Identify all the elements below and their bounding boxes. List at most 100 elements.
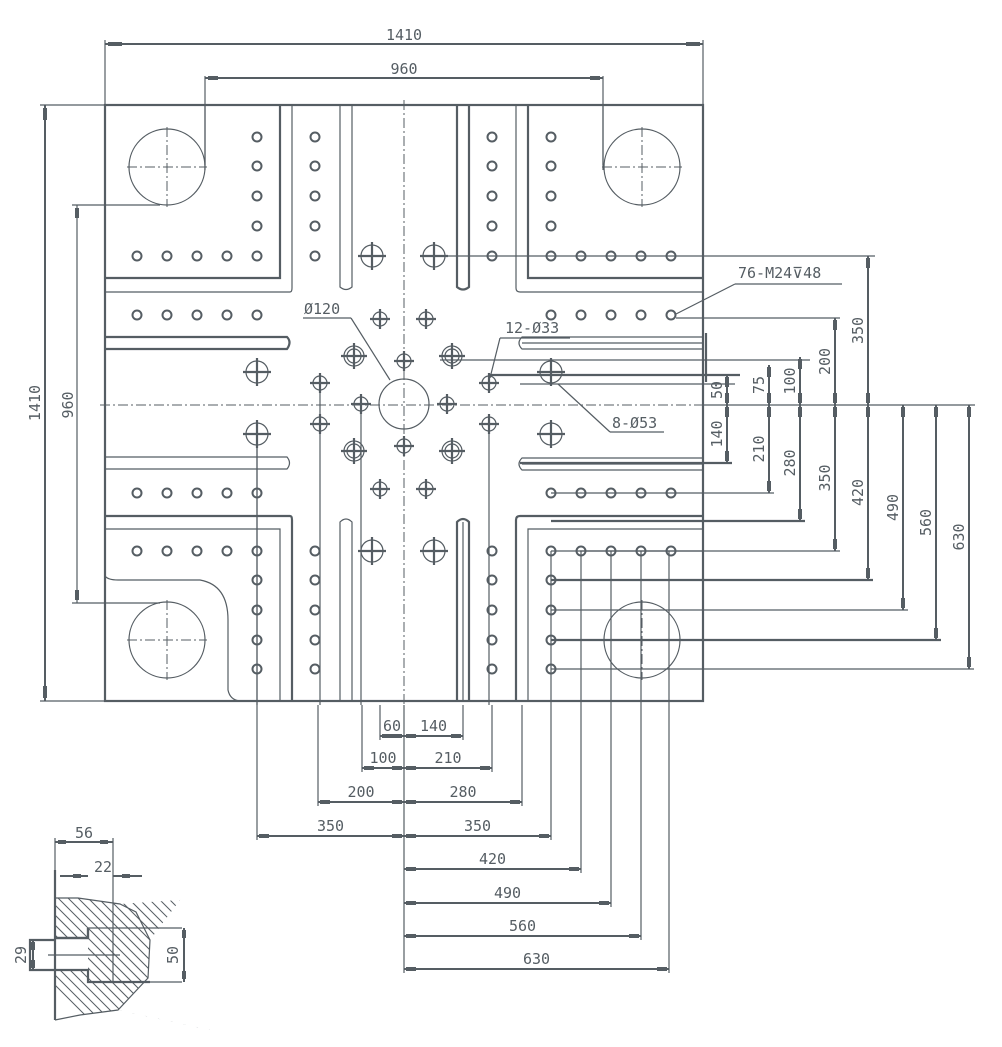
section-hatch-line (199, 860, 210, 871)
threaded-hole (191, 545, 203, 557)
slot-bottom-left (339, 518, 353, 701)
right-dim-label-upper: 200 (816, 348, 834, 375)
slot-left-upper (105, 335, 291, 351)
slot-frame-br-outer (514, 514, 703, 701)
section-hatch-line (240, 860, 410, 1030)
threaded-hole (665, 309, 677, 321)
threaded-hole (486, 545, 498, 557)
left-dimensions: 1410 960 (26, 104, 160, 702)
threaded-hole (486, 663, 498, 675)
tie-bar-spacing-v-label: 960 (59, 391, 77, 418)
threaded-hole (309, 574, 321, 586)
right-dim-label-upper: 50 (708, 381, 726, 399)
section-hatch-line (230, 860, 400, 1030)
threaded-hole (545, 160, 557, 172)
threaded-hole (251, 220, 263, 232)
section-inner-width-label: 22 (94, 858, 112, 876)
threaded-hole (309, 663, 321, 675)
slot-frame-br-inner (527, 528, 703, 701)
threaded-hole (545, 131, 557, 143)
slot-right-upper (518, 336, 703, 350)
slot-frame-bl-outer (105, 514, 294, 701)
threaded-hole (545, 190, 557, 202)
threaded-hole (131, 487, 143, 499)
slot-frame-tl-inner (105, 105, 282, 280)
slot-frame-bl-curve (104, 575, 241, 702)
center-bore-circle (378, 378, 430, 430)
section-hatch-line (209, 860, 210, 861)
slot-left-lower (105, 456, 291, 470)
right-dim-label-lower: 140 (708, 420, 726, 447)
threaded-hole (309, 190, 321, 202)
bottom-dim-140-label: 140 (420, 717, 447, 735)
threaded-hole (486, 131, 498, 143)
threaded-hole (161, 545, 173, 557)
bottom-dim-350-left-label: 350 (317, 817, 344, 835)
threaded-hole (251, 160, 263, 172)
slot-frame-tr-inner (526, 105, 703, 280)
center-lines (100, 100, 708, 710)
bottom-dim-630-label: 630 (523, 950, 550, 968)
section-hatch-line (30, 949, 111, 1030)
section-hatch-line (290, 860, 460, 1030)
threaded-hole (251, 309, 263, 321)
t-slot-frames (104, 105, 703, 702)
bottom-dim-350-right-label: 350 (464, 817, 491, 835)
overall-width-label: 1410 (386, 26, 422, 44)
bottom-dim-200-label: 200 (347, 783, 374, 801)
section-left-height-label: 29 (12, 946, 30, 964)
threaded-hole (309, 220, 321, 232)
threaded-hole (251, 131, 263, 143)
section-hatch-line (270, 860, 440, 1030)
threaded-hole (161, 309, 173, 321)
locating-holes-callout: 12-Ø33 (505, 319, 559, 337)
section-hatch-line (30, 959, 101, 1030)
section-right-height-label: 50 (164, 946, 182, 964)
ejector-holes-callout: 8-Ø53 (612, 414, 657, 432)
right-dim-label-lower: 210 (750, 435, 768, 462)
section-hatch-line (280, 860, 450, 1030)
threaded-hole (486, 190, 498, 202)
section-left-profile (28, 938, 57, 1020)
threaded-hole (545, 309, 557, 321)
callouts: Ø120 12-Ø33 8-Ø53 76-M24⊽48 (303, 264, 842, 433)
slot-top-left (339, 105, 353, 291)
bottom-dim-280-label: 280 (449, 783, 476, 801)
bottom-dim-60-label: 60 (383, 717, 401, 735)
section-top-width-label: 56 (75, 824, 93, 842)
slot-frame-tr-outer (515, 105, 703, 293)
slot-top-right (455, 105, 471, 291)
right-dim-label-lower: 280 (781, 449, 799, 476)
threaded-hole (635, 309, 647, 321)
top-dimensions: 1410 960 (104, 26, 704, 170)
threaded-hole (191, 250, 203, 262)
threaded-hole (221, 487, 233, 499)
threaded-hole (486, 220, 498, 232)
right-dim-label-lower: 490 (884, 494, 902, 521)
threaded-hole (575, 309, 587, 321)
threaded-hole (251, 190, 263, 202)
threaded-hole (221, 309, 233, 321)
threaded-hole (309, 604, 321, 616)
threaded-hole (309, 250, 321, 262)
right-dim-label-lower: 630 (950, 523, 968, 550)
threaded-hole (221, 545, 233, 557)
tie-bar-spacing-h-label: 960 (390, 60, 417, 78)
slot-right-lower (518, 457, 703, 471)
threaded-hole (605, 309, 617, 321)
threaded-holes-callout: 76-M24⊽48 (738, 264, 821, 282)
threaded-hole (309, 131, 321, 143)
right-dim-label-lower: 420 (849, 479, 867, 506)
t-slot-section-detail: 56 22 29 50 (12, 824, 490, 1030)
threaded-hole (309, 545, 321, 557)
bottom-dim-210-label: 210 (434, 749, 461, 767)
threaded-hole (309, 160, 321, 172)
threaded-hole (131, 545, 143, 557)
section-hatch-line (250, 860, 420, 1030)
section-hatch-line (320, 860, 490, 1030)
right-dim-label-upper: 100 (781, 367, 799, 394)
right-dim-label-upper: 350 (849, 317, 867, 344)
